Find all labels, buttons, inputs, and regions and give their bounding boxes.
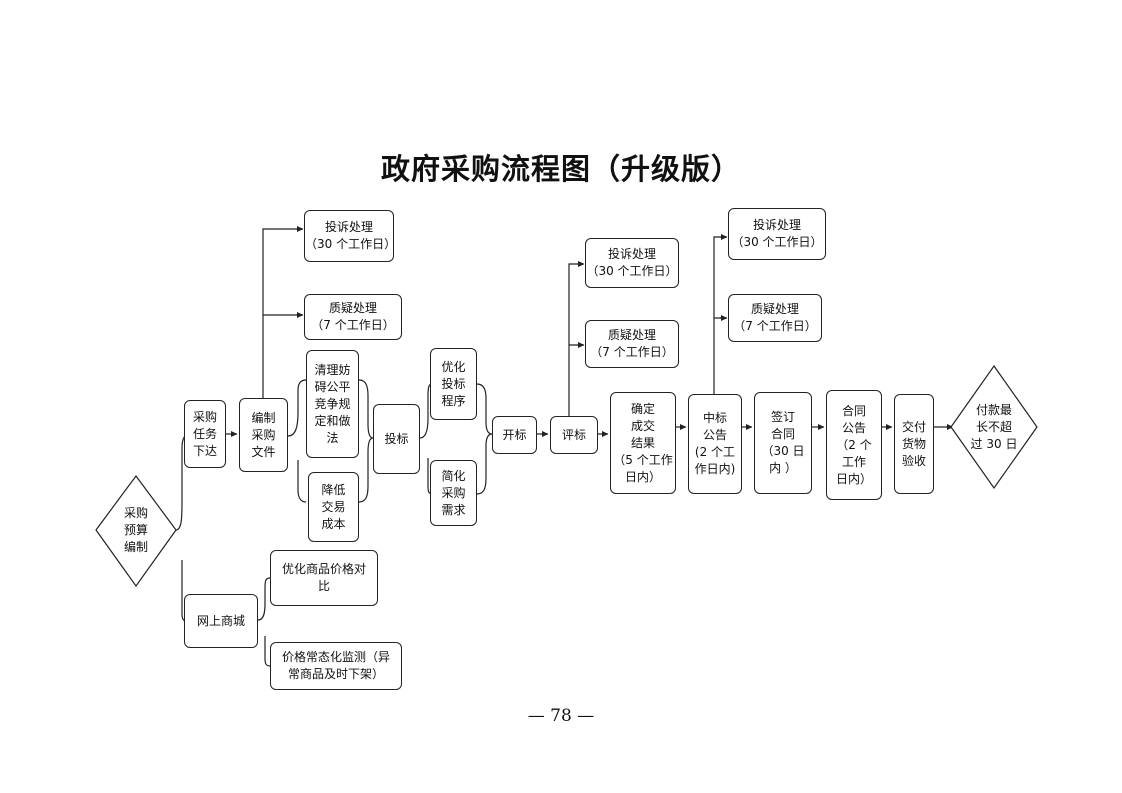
- connector-merge-bidding: [358, 379, 374, 503]
- connector-compile-brace: [287, 379, 307, 503]
- page-title: 政府采购流程图（升级版）: [380, 152, 741, 186]
- bidding-node: 投标: [373, 404, 420, 474]
- payment-node: 付款最 长不超 过 30 日: [970, 402, 1018, 451]
- mall-node: 网上商城: [184, 594, 258, 648]
- mall-price-compare-node: 优化商品价格对 比: [270, 550, 378, 606]
- award-notice-node: 中标 公告 (2 个工 作日内): [688, 394, 742, 494]
- mall-monitor-node: 价格常态化监测（异 常商品及时下架）: [270, 642, 402, 690]
- open-bid-node: 开标: [492, 416, 537, 454]
- query-node-2: 质疑处理 （7 个工作日）: [585, 320, 679, 368]
- query-node-3: 质疑处理 （7 个工作日）: [728, 294, 822, 342]
- connector-evaluate-trunk: [568, 263, 583, 416]
- delivery-node: 交付 货物 验收: [894, 394, 934, 494]
- contract-notice-node: 合同 公告 （2 个 工作 日内）: [826, 390, 882, 500]
- optimize-procedure-node: 优化 投标 程序: [430, 348, 477, 420]
- budget-diamond: [95, 474, 177, 588]
- complaint-node-2: 投诉处理 （30 个工作日）: [585, 238, 679, 288]
- connector-merge-open: [476, 383, 493, 495]
- evaluate-node: 评标: [550, 416, 598, 454]
- sign-contract-node: 签订 合同 （30 日 内 ）: [754, 392, 812, 494]
- connector-award-trunk: [713, 236, 726, 394]
- connector-compile-trunk: [262, 228, 302, 404]
- compile-node: 编制 采购 文件: [239, 398, 288, 472]
- simplify-requirement-node: 简化 采购 需求: [430, 460, 477, 526]
- budget-node: 采购 预算 编制: [123, 505, 148, 554]
- task-node: 采购 任务 下达: [184, 400, 226, 468]
- reduce-cost-node: 降低 交易 成本: [308, 472, 359, 542]
- page-number: — 78 —: [527, 706, 595, 726]
- complaint-node-1: 投诉处理 （30 个工作日）: [304, 210, 396, 262]
- clean-rules-node: 清理妨 碍公平 竞争规 定和做 法: [306, 350, 359, 458]
- connector-mall-brace: [257, 577, 271, 667]
- query-node-1: 质疑处理 （7 个工作日）: [304, 294, 402, 340]
- confirm-result-node: 确定 成交 结果 （5 个工作 日内）: [610, 392, 676, 494]
- payment-diamond: [950, 364, 1038, 490]
- complaint-node-3: 投诉处理 （30 个工作日）: [728, 208, 826, 260]
